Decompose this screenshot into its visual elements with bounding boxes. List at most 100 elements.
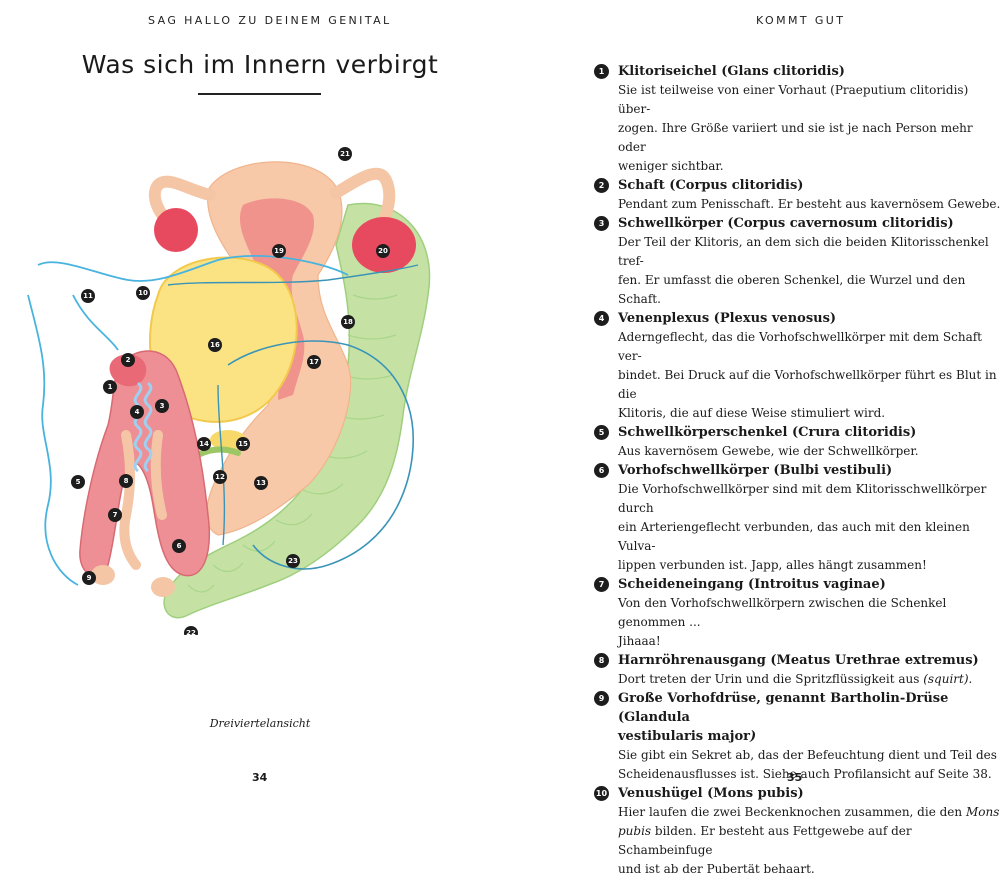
svg-text:19: 19: [274, 247, 284, 255]
entry-number-badge: 3: [594, 216, 609, 231]
entry-number-badge: 9: [594, 691, 609, 706]
marker-15: 15: [236, 437, 250, 451]
entry-number-badge: 10: [594, 786, 609, 801]
svg-text:13: 13: [256, 479, 266, 487]
entry-heading: Venenplexus (Plexus venosus): [618, 311, 837, 326]
entry-heading: Venushügel (Mons pubis): [618, 786, 804, 801]
entry-heading: Große Vorhofdrüse, genannt Bartholin-Drü…: [618, 691, 949, 744]
marker-18: 18: [341, 315, 355, 329]
gland-green: [195, 446, 241, 458]
entry-description: Sie gibt ein Sekret ab, das der Befeucht…: [618, 748, 997, 781]
entry-description: Sie ist teilweise von einer Vorhaut (Pra…: [618, 83, 973, 173]
svg-text:2: 2: [126, 356, 131, 364]
svg-text:3: 3: [160, 402, 165, 410]
glossary-entry-1: 1 Klitoriseichel (Glans clitoridis) Sie …: [594, 62, 1000, 176]
bartholin-gland: [91, 565, 115, 585]
marker-21: 21: [338, 147, 352, 161]
title-rule: [198, 93, 321, 95]
entry-heading: Schwellkörperschenkel (Crura clitoridis): [618, 425, 917, 440]
marker-17: 17: [307, 355, 321, 369]
marker-6: 6: [172, 539, 186, 553]
nerve-line-2: [167, 264, 419, 286]
svg-text:8: 8: [124, 477, 129, 485]
svg-text:6: 6: [177, 542, 182, 550]
glossary-entry-2: 2 Schaft (Corpus clitoridis) Pendant zum…: [594, 176, 1000, 214]
marker-9: 9: [82, 571, 96, 585]
svg-text:16: 16: [210, 341, 220, 349]
entry-number-badge: 5: [594, 425, 609, 440]
entry-heading: Scheideneingang (Introitus vaginae): [618, 577, 886, 592]
marker-19: 19: [272, 244, 286, 258]
svg-text:17: 17: [309, 358, 319, 366]
entry-heading: Schwellkörper (Corpus cavernosum clitori…: [618, 216, 954, 231]
svg-text:12: 12: [215, 473, 225, 481]
entry-number-badge: 1: [594, 64, 609, 79]
entry-heading: Vorhofschwellkörper (Bulbi vestibuli): [618, 463, 893, 478]
urethra-shape: [119, 430, 167, 570]
svg-text:22: 22: [186, 629, 196, 635]
running-head-right: KOMMT GUT: [756, 14, 846, 27]
ovary-left: [154, 208, 198, 252]
entry-description: Aus kavernösem Gewebe, wie der Schwellkö…: [618, 444, 919, 458]
marker-13: 13: [254, 476, 268, 490]
marker-14: 14: [197, 437, 211, 451]
page-number-left: 34: [252, 771, 268, 784]
page-title: Was sich im Innern verbirgt: [81, 50, 439, 79]
glossary-entry-6: 6 Vorhofschwellkörper (Bulbi vestibuli) …: [594, 461, 1000, 575]
marker-1: 1: [103, 380, 117, 394]
glossary-entry-10: 10 Venushügel (Mons pubis) Hier laufen d…: [594, 784, 1000, 879]
entry-description: Aderngeflecht, das die Vorhofschwellkörp…: [618, 330, 997, 420]
marker-23: 23: [286, 554, 300, 568]
svg-text:11: 11: [83, 292, 93, 300]
entry-number-badge: 7: [594, 577, 609, 592]
svg-text:15: 15: [238, 440, 248, 448]
svg-text:5: 5: [76, 478, 81, 486]
right-page: KOMMT GUT 1 Klitoriseichel (Glans clitor…: [510, 0, 1000, 876]
entry-description: Der Teil der Klitoris, an dem sich die b…: [618, 235, 989, 306]
nerve-line: [227, 340, 414, 570]
marker-2: 2: [121, 353, 135, 367]
running-head-left: SAG HALLO ZU DEINEM GENITAL: [148, 14, 392, 27]
svg-text:1: 1: [108, 383, 113, 391]
glossary-list: 1 Klitoriseichel (Glans clitoridis) Sie …: [594, 62, 1000, 879]
glossary-entry-5: 5 Schwellkörperschenkel (Crura clitoridi…: [594, 423, 1000, 461]
fallopian-tube-right: [330, 167, 396, 236]
svg-text:4: 4: [135, 408, 140, 416]
entry-number-badge: 4: [594, 311, 609, 326]
svg-text:7: 7: [113, 511, 118, 519]
left-page: SAG HALLO ZU DEINEM GENITAL Was sich im …: [0, 0, 510, 800]
marker-3: 3: [155, 399, 169, 413]
entry-heading: Klitoriseichel (Glans clitoridis): [618, 64, 845, 79]
entry-description: Die Vorhofschwellkörper sind mit dem Kli…: [618, 482, 987, 572]
svg-text:21: 21: [340, 150, 350, 158]
svg-text:20: 20: [378, 247, 388, 255]
marker-7: 7: [108, 508, 122, 522]
entry-heading: Schaft (Corpus clitoridis): [618, 178, 804, 193]
marker-12: 12: [213, 470, 227, 484]
marker-5: 5: [71, 475, 85, 489]
entry-number-badge: 2: [594, 178, 609, 193]
entry-description: Hier laufen die zwei Beckenknochen zusam…: [618, 805, 1000, 876]
entry-description: Dort treten der Urin und die Spritzflüss…: [618, 672, 973, 686]
marker-11: 11: [81, 289, 95, 303]
entry-description: Von den Vorhofschwellkörpern zwischen di…: [618, 596, 947, 648]
svg-text:9: 9: [87, 574, 92, 582]
bartholin-gland-right: [151, 577, 175, 597]
glossary-entry-9: 9 Große Vorhofdrüse, genannt Bartholin-D…: [594, 689, 1000, 784]
clitoris-glans: [109, 354, 147, 387]
glossary-entry-8: 8 Harnröhrenausgang (Meatus Urethrae ext…: [594, 651, 1000, 689]
page-number-right: 35: [787, 771, 803, 784]
marker-16: 16: [208, 338, 222, 352]
nerve-line-3: [217, 384, 226, 546]
svg-text:14: 14: [199, 440, 209, 448]
marker-22: 22: [184, 626, 198, 635]
marker-8: 8: [119, 474, 133, 488]
marker-10: 10: [136, 286, 150, 300]
glossary-entry-4: 4 Venenplexus (Plexus venosus) Aderngefl…: [594, 309, 1000, 423]
glossary-entry-7: 7 Scheideneingang (Introitus vaginae) Vo…: [594, 575, 1000, 651]
svg-text:23: 23: [288, 557, 298, 565]
marker-4: 4: [130, 405, 144, 419]
svg-text:10: 10: [138, 289, 148, 297]
anatomy-illustration: 1 2 3 4 5 6 7 8 9 10 11 12 13 14 15 16 1…: [27, 147, 431, 635]
